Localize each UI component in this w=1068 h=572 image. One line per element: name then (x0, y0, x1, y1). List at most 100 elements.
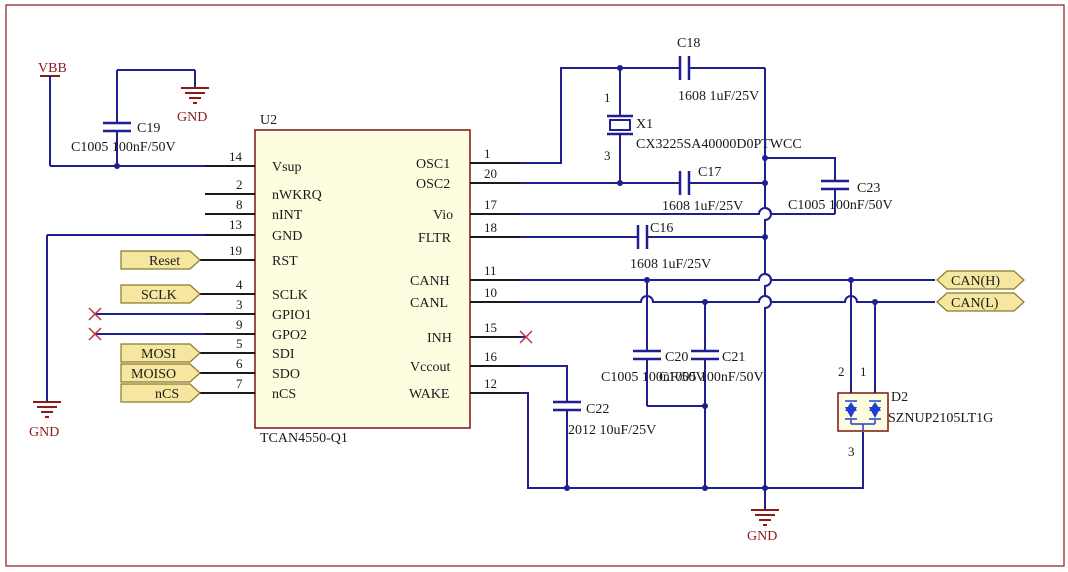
svg-text:GPO2: GPO2 (272, 328, 307, 343)
svg-text:Vio: Vio (433, 208, 453, 223)
svg-text:Vccout: Vccout (410, 360, 451, 375)
svg-text:D2: D2 (891, 390, 908, 405)
svg-text:X1: X1 (636, 117, 653, 132)
svg-text:C22: C22 (586, 402, 609, 417)
port-can-l: CAN(L) (936, 292, 1025, 312)
svg-text:C1005 100nF/50V: C1005 100nF/50V (788, 198, 893, 213)
port-moiso: MOISO (120, 363, 201, 383)
svg-text:C18: C18 (677, 36, 700, 51)
svg-text:TCAN4550-Q1: TCAN4550-Q1 (260, 431, 348, 446)
svg-text:1: 1 (860, 364, 867, 379)
capacitor-c18: C18 1608 1uF/25V (677, 36, 759, 104)
svg-text:10: 10 (484, 285, 497, 300)
svg-text:MOISO: MOISO (131, 367, 176, 382)
svg-text:5: 5 (236, 336, 243, 351)
svg-text:C1005 100nF/50V: C1005 100nF/50V (601, 370, 706, 385)
svg-text:OSC1: OSC1 (416, 157, 450, 172)
svg-text:1608 1uF/25V: 1608 1uF/25V (678, 89, 759, 104)
svg-text:4: 4 (236, 277, 243, 292)
port-sclk: SCLK (120, 284, 201, 304)
ic-right-pins: 1 OSC1 20 OSC2 17 Vio 18 FLTR 11 CANH 10… (409, 146, 520, 402)
svg-text:RST: RST (272, 254, 298, 269)
svg-text:14: 14 (229, 149, 243, 164)
no-connect-mark (519, 330, 533, 344)
svg-text:GND: GND (272, 229, 302, 244)
svg-text:3: 3 (848, 444, 855, 459)
svg-text:9: 9 (236, 317, 243, 332)
ic-u2: U2 TCAN4550-Q1 (254, 113, 471, 446)
svg-text:Reset: Reset (149, 254, 180, 269)
svg-text:GPIO1: GPIO1 (272, 308, 312, 323)
no-connect-mark (88, 327, 102, 341)
no-connect-mark (88, 307, 102, 321)
capacitor-c20: C20 C1005 100nF/50V (601, 349, 706, 406)
svg-text:Vsup: Vsup (272, 160, 302, 175)
svg-text:C1005 100nF/50V: C1005 100nF/50V (71, 140, 176, 155)
svg-text:6: 6 (236, 356, 243, 371)
capacitor-c19: C19 C1005 100nF/50V (71, 70, 176, 166)
svg-text:16: 16 (484, 349, 498, 364)
svg-text:FLTR: FLTR (418, 231, 452, 246)
svg-text:SZNUP2105LT1G: SZNUP2105LT1G (888, 411, 993, 426)
svg-text:CANH: CANH (410, 274, 450, 289)
svg-text:SCLK: SCLK (141, 288, 177, 303)
port-reset: Reset (120, 250, 201, 270)
svg-text:15: 15 (484, 320, 497, 335)
svg-text:7: 7 (236, 376, 243, 391)
svg-text:INH: INH (427, 331, 452, 346)
port-mosi: MOSI (120, 343, 201, 363)
svg-text:2: 2 (236, 177, 243, 192)
svg-text:CAN(H): CAN(H) (951, 274, 1000, 289)
svg-text:11: 11 (484, 263, 497, 278)
svg-text:8: 8 (236, 197, 243, 212)
sheet-border (5, 4, 1065, 567)
svg-text:C19: C19 (137, 121, 160, 136)
svg-text:17: 17 (484, 197, 498, 212)
capacitor-c21: C21 C1005 100nF/50V (659, 349, 764, 488)
svg-text:C17: C17 (698, 165, 721, 180)
svg-text:3: 3 (604, 148, 611, 163)
crystal-x1: 1 3 X1 CX3225SA40000D0PTWCC (604, 68, 802, 183)
vbb-power-symbol: VBB (38, 61, 67, 166)
svg-text:U2: U2 (260, 113, 277, 128)
svg-text:GND: GND (747, 529, 777, 544)
capacitor-c23: C23 C1005 100nF/50V (788, 179, 893, 214)
svg-text:13: 13 (229, 217, 242, 232)
svg-text:CANL: CANL (410, 296, 448, 311)
svg-text:CX3225SA40000D0PTWCC: CX3225SA40000D0PTWCC (636, 137, 802, 152)
svg-text:1608 1uF/25V: 1608 1uF/25V (630, 257, 711, 272)
svg-text:CAN(L): CAN(L) (951, 296, 999, 311)
capacitor-c22: C22 2012 10uF/25V (553, 400, 656, 488)
svg-text:C20: C20 (665, 350, 688, 365)
tvs-diode-d2: 2 1 3 D2 SZNUP2105LT1G (837, 280, 993, 459)
port-ncs: nCS (120, 383, 201, 403)
svg-text:18: 18 (484, 220, 497, 235)
svg-text:C16: C16 (650, 221, 673, 236)
svg-text:GND: GND (177, 110, 207, 125)
svg-text:MOSI: MOSI (141, 347, 176, 362)
svg-text:nINT: nINT (272, 208, 303, 223)
svg-text:12: 12 (484, 376, 497, 391)
gnd-symbol-left: GND (29, 401, 61, 440)
svg-text:3: 3 (236, 297, 243, 312)
svg-text:SDO: SDO (272, 367, 300, 382)
svg-text:1608 1uF/25V: 1608 1uF/25V (662, 199, 743, 214)
svg-text:2012 10uF/25V: 2012 10uF/25V (568, 423, 656, 438)
svg-text:SCLK: SCLK (272, 288, 308, 303)
svg-text:2: 2 (838, 364, 845, 379)
svg-text:C1005 100nF/50V: C1005 100nF/50V (659, 370, 764, 385)
svg-text:nCS: nCS (155, 387, 179, 402)
svg-text:nWKRQ: nWKRQ (272, 188, 322, 203)
port-can-h: CAN(H) (936, 270, 1025, 290)
svg-text:OSC2: OSC2 (416, 177, 450, 192)
gnd-symbol-top: GND (177, 70, 209, 125)
ic-left-pins: 14 Vsup 2 nWKRQ 8 nINT 13 GND 19 RST 4 S… (200, 149, 322, 402)
svg-text:C21: C21 (722, 350, 745, 365)
svg-text:1: 1 (604, 90, 611, 105)
capacitor-c17: C17 1608 1uF/25V (662, 165, 743, 214)
capacitor-c16: C16 1608 1uF/25V (630, 221, 711, 272)
gnd-symbol-bottom: GND (747, 509, 779, 544)
svg-text:GND: GND (29, 425, 59, 440)
svg-text:VBB: VBB (38, 61, 67, 76)
